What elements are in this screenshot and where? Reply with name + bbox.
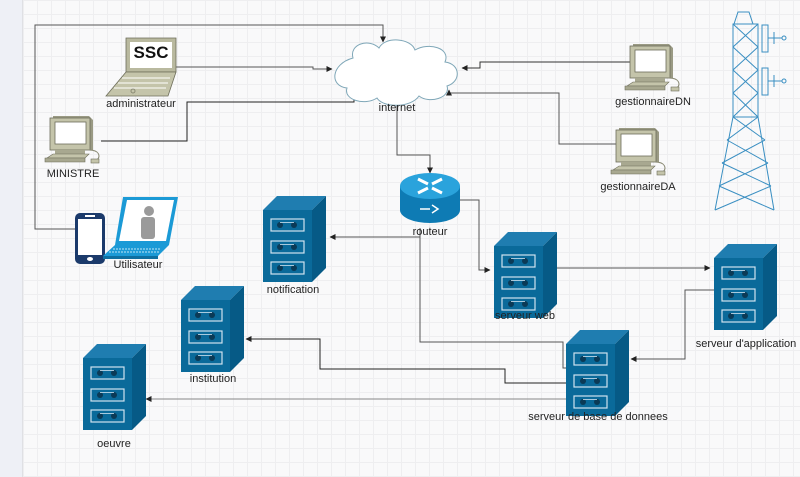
edge-administrateur-internet (175, 66, 333, 72)
edge-internet-routeur (396, 100, 433, 174)
edge-gestionnaireDN-internet (461, 61, 636, 71)
server-icon-bdd (565, 329, 630, 417)
label-gestionnaireDA: gestionnaireDA (600, 181, 676, 193)
server-icon-notification (262, 195, 327, 283)
edge-gestionnaireDA-internet (446, 89, 622, 145)
phone-icon (75, 213, 105, 264)
desktop-computer-icon-gestionnaireDN (624, 43, 680, 92)
laptop-icon (105, 37, 177, 97)
label-administrateur: administrateur (106, 98, 176, 110)
admin-screen-text: SSC (133, 43, 169, 62)
label-serveur-web: serveur web (495, 310, 555, 322)
edge-routeur-notification (329, 228, 421, 240)
label-routeur: routeur (412, 226, 448, 238)
server-icon-application (713, 243, 778, 331)
label-internet: internet (378, 102, 416, 114)
edge-application-bdd (630, 289, 714, 362)
label-notification: notification (266, 284, 320, 296)
label-gestionnaireDN: gestionnaireDN (615, 96, 691, 108)
server-icon-web (493, 231, 558, 319)
edges (34, 24, 714, 402)
label-serveur-bdd: serveur de base de donnees (528, 411, 668, 423)
router-icon (400, 173, 460, 223)
cloud-icon (334, 39, 458, 106)
server-icon-institution (180, 285, 245, 373)
label-utilisateur: Utilisateur (113, 259, 163, 271)
edge-bdd-institution (245, 336, 566, 384)
edge-routeur-bdd (419, 237, 568, 369)
desktop-computer-icon-ministre (44, 115, 100, 164)
antenna-tower-icon (714, 11, 787, 211)
user-laptop-icon (103, 197, 178, 259)
desktop-computer-icon-gestionnaireDA (610, 127, 666, 176)
server-icon-oeuvre (82, 343, 147, 431)
label-oeuvre: oeuvre (97, 438, 131, 450)
label-serveur-application: serveur d'application (695, 338, 797, 350)
edge-routeur-serveurweb (460, 199, 491, 273)
label-ministre: MINISTRE (46, 168, 100, 180)
label-institution: institution (189, 373, 237, 385)
edge-utilisateur-internet (34, 24, 386, 230)
